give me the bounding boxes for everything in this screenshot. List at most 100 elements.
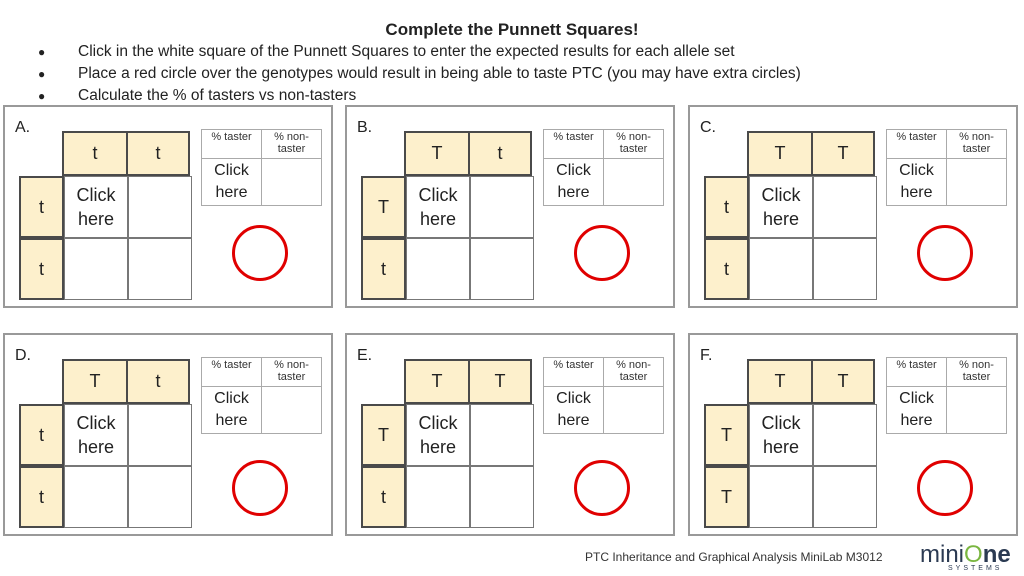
non-taster-input[interactable]	[946, 386, 1007, 434]
click-here-line[interactable]: here	[900, 412, 933, 429]
click-here-line[interactable]: Click	[76, 185, 116, 205]
click-here-text[interactable]: Click here	[419, 183, 458, 231]
genotype-cell[interactable]	[813, 176, 877, 238]
click-here-text[interactable]: Click here	[419, 411, 458, 459]
genotype-cell[interactable]	[406, 238, 470, 300]
taster-input[interactable]: Click here	[201, 158, 262, 206]
instruction-item: Click in the white square of the Punnett…	[38, 41, 801, 63]
allele-header-left: T	[361, 404, 406, 466]
genotype-cell[interactable]	[813, 466, 877, 528]
genotype-cell[interactable]	[406, 466, 470, 528]
non-taster-input[interactable]	[603, 386, 664, 434]
genotype-cell[interactable]	[813, 238, 877, 300]
allele-header-top: T	[811, 359, 875, 404]
panel-label: C.	[700, 119, 716, 136]
genotype-cell[interactable]	[128, 466, 192, 528]
click-here-line[interactable]: here	[762, 437, 800, 457]
click-here-line[interactable]: here	[419, 437, 457, 457]
click-here-line[interactable]: here	[900, 184, 933, 201]
taster-input[interactable]: Click here	[886, 158, 947, 206]
non-taster-input[interactable]	[261, 386, 322, 434]
allele-header-left: t	[19, 466, 64, 528]
click-here-line[interactable]: here	[762, 209, 800, 229]
taster-header: % taster	[201, 357, 262, 387]
genotype-cell[interactable]	[470, 238, 534, 300]
click-here-line[interactable]: Click	[214, 390, 249, 407]
click-here-line[interactable]: here	[77, 437, 115, 457]
allele-header-left: t	[704, 238, 749, 300]
allele-header-left: t	[704, 176, 749, 238]
taster-input[interactable]: Click here	[543, 386, 604, 434]
red-circle-marker[interactable]	[232, 460, 288, 516]
red-circle-marker[interactable]	[232, 225, 288, 281]
instructions-list: Click in the white square of the Punnett…	[38, 41, 801, 107]
taster-input[interactable]: Click here	[201, 386, 262, 434]
click-here-line[interactable]: here	[557, 184, 590, 201]
genotype-cell[interactable]	[64, 466, 128, 528]
allele-header-left: t	[19, 404, 64, 466]
click-here-text[interactable]: Click here	[77, 183, 116, 231]
click-here-line[interactable]: here	[557, 412, 590, 429]
instruction-item: Place a red circle over the genotypes wo…	[38, 63, 801, 85]
click-here-line[interactable]: Click	[761, 185, 801, 205]
non-taster-input[interactable]	[603, 158, 664, 206]
non-taster-header: % non-taster	[603, 357, 664, 387]
click-here-line[interactable]: here	[419, 209, 457, 229]
click-here-line[interactable]: Click	[761, 413, 801, 433]
red-circle-marker[interactable]	[917, 460, 973, 516]
genotype-cell[interactable]	[470, 404, 534, 466]
allele-header-left: t	[19, 176, 64, 238]
genotype-cell[interactable]	[749, 238, 813, 300]
click-here-text[interactable]: Click here	[762, 411, 801, 459]
genotype-cell[interactable]	[470, 176, 534, 238]
footer-text: PTC Inheritance and Graphical Analysis M…	[585, 550, 883, 564]
genotype-cell[interactable]	[470, 466, 534, 528]
click-here-line[interactable]: Click	[899, 162, 934, 179]
click-here-line[interactable]: Click	[418, 413, 458, 433]
genotype-cell[interactable]	[813, 404, 877, 466]
click-here-line[interactable]: Click	[556, 390, 591, 407]
panel-label: B.	[357, 119, 373, 136]
allele-header-top: t	[62, 131, 128, 176]
genotype-cell[interactable]	[128, 176, 192, 238]
genotype-cell[interactable]: Click here	[749, 176, 813, 238]
panel-label: D.	[15, 347, 31, 364]
genotype-cell[interactable]: Click here	[406, 176, 470, 238]
red-circle-marker[interactable]	[917, 225, 973, 281]
click-here-line[interactable]: Click	[76, 413, 116, 433]
genotype-cell[interactable]	[64, 238, 128, 300]
red-circle-marker[interactable]	[574, 225, 630, 281]
click-here-text[interactable]: Click here	[77, 411, 116, 459]
genotype-cell[interactable]: Click here	[406, 404, 470, 466]
red-circle-marker[interactable]	[574, 460, 630, 516]
genotype-cell[interactable]	[128, 238, 192, 300]
genotype-cell[interactable]	[749, 466, 813, 528]
allele-header-left: T	[361, 176, 406, 238]
click-here-line[interactable]: here	[77, 209, 115, 229]
click-here-line[interactable]: Click	[214, 162, 249, 179]
taster-header: % taster	[886, 357, 947, 387]
click-here-line[interactable]: Click	[418, 185, 458, 205]
click-here-line[interactable]: here	[215, 184, 248, 201]
genotype-cell[interactable]: Click here	[749, 404, 813, 466]
taster-input[interactable]: Click here	[543, 158, 604, 206]
genotype-cell[interactable]: Click here	[64, 404, 128, 466]
non-taster-input[interactable]	[946, 158, 1007, 206]
genotype-cell[interactable]: Click here	[64, 176, 128, 238]
genotype-cell[interactable]	[128, 404, 192, 466]
non-taster-input[interactable]	[261, 158, 322, 206]
click-here-text[interactable]: Click here	[762, 183, 801, 231]
click-here-line[interactable]: here	[215, 412, 248, 429]
click-here-line[interactable]: Click	[556, 162, 591, 179]
click-here-line[interactable]: Click	[899, 390, 934, 407]
non-taster-header: % non-taster	[946, 129, 1007, 159]
taster-input[interactable]: Click here	[886, 386, 947, 434]
